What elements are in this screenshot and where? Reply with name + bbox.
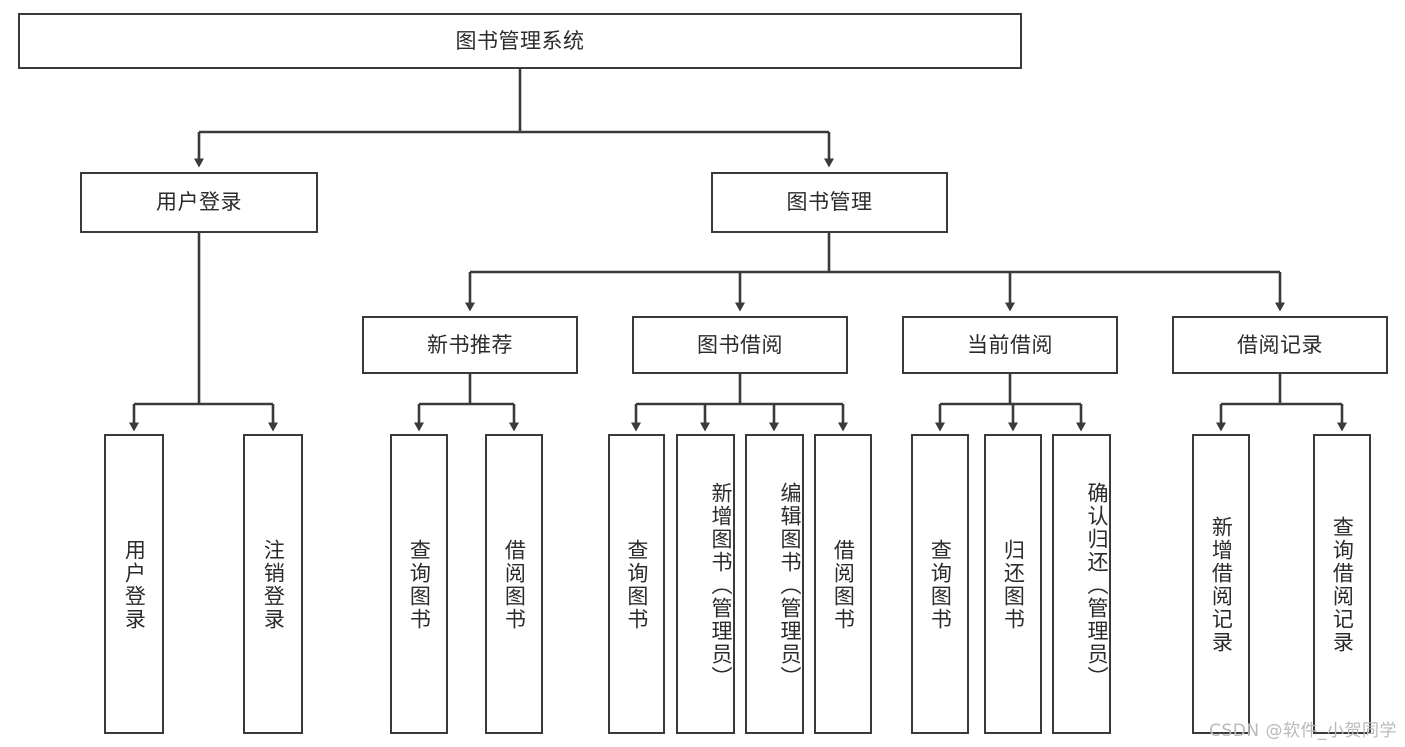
leaf-query-book-recommend[interactable]: 查询图书 [390, 434, 448, 734]
leaf-logout-login[interactable]: 注销登录 [243, 434, 303, 734]
leaf-query-book-borrow-label: 查询图书 [624, 539, 649, 631]
node-user-login-label: 用户登录 [156, 190, 242, 215]
node-borrow-record[interactable]: 借阅记录 [1172, 316, 1388, 374]
leaf-user-login-label: 用户登录 [122, 539, 147, 631]
node-root[interactable]: 图书管理系统 [18, 13, 1022, 69]
node-book-manage[interactable]: 图书管理 [711, 172, 948, 233]
leaf-borrow-book-borrow-label: 借阅图书 [831, 539, 856, 631]
node-book-manage-label: 图书管理 [786, 190, 873, 215]
csdn-watermark: CSDN @软件_小贺同学 [1209, 721, 1397, 741]
node-current-borrow-label: 当前借阅 [967, 332, 1053, 357]
leaf-return-book[interactable]: 归还图书 [984, 434, 1042, 734]
leaf-query-book-current[interactable]: 查询图书 [911, 434, 969, 734]
leaf-return-book-label: 归还图书 [1001, 539, 1026, 631]
leaf-add-book-admin[interactable]: 新增图书（管理员） [676, 434, 735, 734]
node-borrow-record-label: 借阅记录 [1237, 332, 1323, 357]
leaf-edit-book-admin[interactable]: 编辑图书（管理员） [745, 434, 804, 734]
leaf-edit-book-admin-label: 编辑图书（管理员） [778, 481, 802, 689]
leaf-borrow-book-borrow[interactable]: 借阅图书 [814, 434, 872, 734]
leaf-user-login[interactable]: 用户登录 [104, 434, 164, 734]
node-current-borrow[interactable]: 当前借阅 [902, 316, 1118, 374]
node-new-book-recommend[interactable]: 新书推荐 [362, 316, 578, 374]
node-book-borrow[interactable]: 图书借阅 [632, 316, 848, 374]
leaf-query-book-current-label: 查询图书 [928, 539, 953, 631]
leaf-add-borrow-record[interactable]: 新增借阅记录 [1192, 434, 1250, 734]
leaf-query-book-recommend-label: 查询图书 [407, 539, 432, 631]
leaf-confirm-return-admin-label: 确认归还（管理员） [1085, 481, 1109, 689]
leaf-borrow-book-recommend[interactable]: 借阅图书 [485, 434, 543, 734]
leaf-logout-login-label: 注销登录 [261, 539, 286, 631]
leaf-query-borrow-record[interactable]: 查询借阅记录 [1313, 434, 1371, 734]
leaf-borrow-book-recommend-label: 借阅图书 [502, 539, 527, 631]
node-new-book-recommend-label: 新书推荐 [427, 332, 513, 357]
leaf-add-book-admin-label: 新增图书（管理员） [709, 481, 733, 689]
leaf-add-borrow-record-label: 新增借阅记录 [1209, 516, 1234, 654]
node-root-label: 图书管理系统 [455, 28, 585, 53]
node-user-login[interactable]: 用户登录 [80, 172, 318, 233]
leaf-query-book-borrow[interactable]: 查询图书 [608, 434, 665, 734]
leaf-query-borrow-record-label: 查询借阅记录 [1330, 516, 1355, 654]
node-book-borrow-label: 图书借阅 [697, 332, 783, 357]
leaf-confirm-return-admin[interactable]: 确认归还（管理员） [1052, 434, 1111, 734]
